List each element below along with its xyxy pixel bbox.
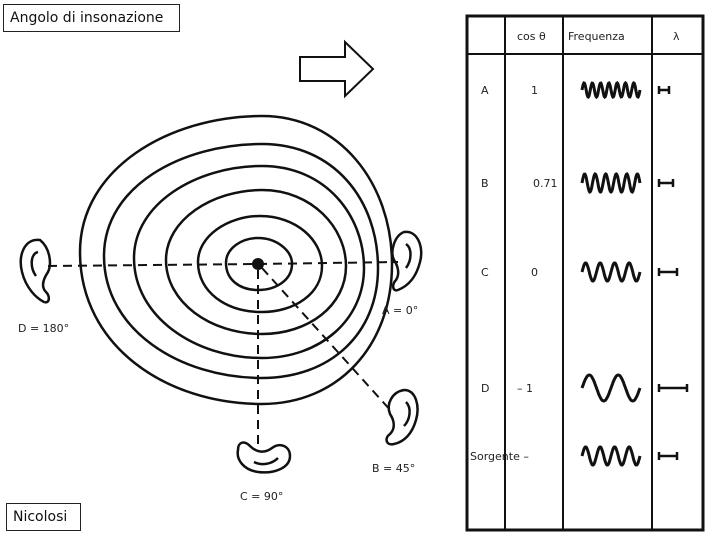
wave-contours xyxy=(78,114,394,406)
ear-icon-c xyxy=(236,441,292,474)
angle-label-b: B = 45° xyxy=(372,462,415,475)
frequency-wave xyxy=(580,261,642,283)
contour-4 xyxy=(132,164,366,360)
table-header-lambda: λ xyxy=(673,30,680,43)
credit-box: Nicolosi xyxy=(6,503,81,531)
table-row: Sorgente – xyxy=(470,445,679,467)
contour-3 xyxy=(164,188,348,336)
cos-value: 0.71 xyxy=(533,177,558,190)
wavelength-bar xyxy=(657,384,689,392)
wavelength-bar xyxy=(657,179,675,187)
wavelength-bar xyxy=(657,268,679,276)
frequency-wave xyxy=(580,445,642,467)
ear-icon-a xyxy=(391,230,423,292)
cos-value: – 1 xyxy=(517,382,533,395)
row-label: B xyxy=(481,177,489,190)
dashed-paths xyxy=(47,261,399,448)
contour-6 xyxy=(78,114,394,406)
table-header-cos: cos θ xyxy=(517,30,546,43)
right-arrow-icon xyxy=(299,39,375,99)
contour-2 xyxy=(196,214,324,314)
angle-label-d: D = 180° xyxy=(18,322,69,335)
frequency-wave xyxy=(580,80,642,100)
dash-right xyxy=(257,261,399,265)
cos-value: 1 xyxy=(531,84,538,97)
table-row: D – 1 xyxy=(481,373,689,403)
wavelength-bar xyxy=(657,452,679,460)
dash-left xyxy=(47,263,259,267)
table-row: B 0.71 xyxy=(481,172,675,194)
frequency-wave xyxy=(580,172,642,194)
angle-label-a: A = 0° xyxy=(382,304,418,317)
cos-value: 0 xyxy=(531,266,538,279)
ear-icon-d xyxy=(19,238,52,304)
frequency-table: cos θ Frequenza λ xyxy=(465,14,705,532)
dash-diagonal xyxy=(261,267,393,413)
frequency-wave xyxy=(580,373,642,403)
title-box: Angolo di insonazione xyxy=(3,4,180,32)
row-label: Sorgente – xyxy=(470,450,529,463)
wavelength-bar xyxy=(657,86,671,94)
table-border xyxy=(465,14,705,532)
table-header-freq: Frequenza xyxy=(568,30,625,43)
row-label: D xyxy=(481,382,489,395)
row-label: C xyxy=(481,266,489,279)
contour-5 xyxy=(102,142,380,380)
angle-label-c: C = 90° xyxy=(240,490,283,503)
ear-icon-b xyxy=(385,388,419,446)
row-label: A xyxy=(481,84,489,97)
